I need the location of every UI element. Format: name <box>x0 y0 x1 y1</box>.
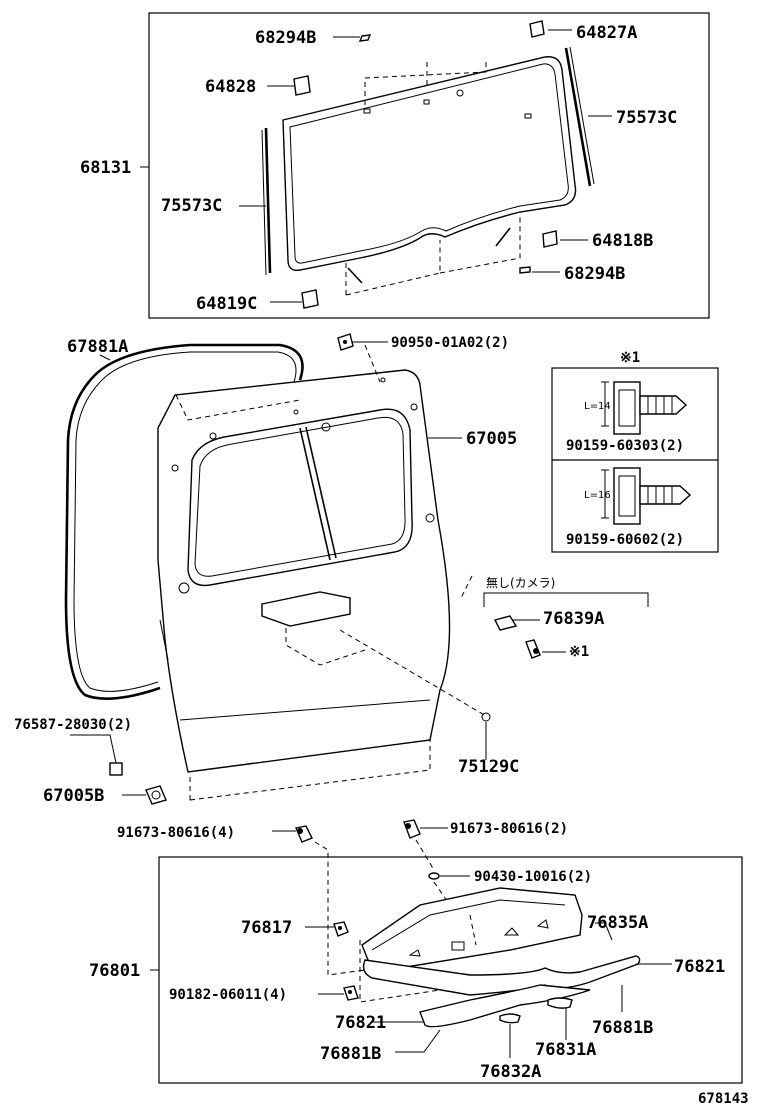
label-90159-60303: 90159-60303(2) <box>566 438 684 454</box>
label-91673-left: 91673-80616(4) <box>117 825 235 841</box>
label-76839A: 76839A <box>543 609 604 629</box>
pad-64827A <box>529 20 545 38</box>
diagram-id: 678143 <box>698 1091 749 1107</box>
label-68294B-top: 68294B <box>255 28 316 48</box>
garnish-section-frame <box>158 856 743 1084</box>
svg-text:L=14: L=14 <box>584 401 611 412</box>
cushion-76587 <box>109 762 123 776</box>
label-76831A: 76831A <box>535 1040 596 1060</box>
label-67005: 67005 <box>466 429 517 449</box>
clip-68294B-top <box>358 34 372 42</box>
label-screw-note: ※1 <box>569 644 589 660</box>
label-75129C: 75129C <box>458 757 519 777</box>
pad-64828 <box>293 75 311 96</box>
pad-64818B <box>542 230 558 248</box>
weatherstrip-67881A[interactable] <box>64 343 304 700</box>
back-door-group: 67881A 90950-01A02(2) 67005 無し(カメラ) 7683… <box>14 333 649 806</box>
stopper-67005B <box>145 785 167 805</box>
label-76881B-right: 76881B <box>592 1018 653 1038</box>
svg-text:L=16: L=16 <box>584 490 611 501</box>
label-76835A: 76835A <box>587 913 648 933</box>
screw-90159-60303: L=14 <box>584 381 688 435</box>
label-76587: 76587-28030(2) <box>14 717 132 733</box>
washer-90430 <box>428 872 440 880</box>
garnish-group: 91673-80616(4) 91673-80616(2) 90430-1001… <box>89 819 743 1084</box>
label-76821-left: 76821 <box>335 1013 386 1033</box>
glass-group: 68294B 64827A 64828 75573C 68131 75573C … <box>80 12 710 319</box>
label-90430: 90430-10016(2) <box>474 869 592 885</box>
bracket-76839A <box>493 615 518 631</box>
screw-90159-60602: L=16 <box>584 467 692 525</box>
label-64828: 64828 <box>205 77 256 97</box>
label-90950: 90950-01A02(2) <box>391 335 509 351</box>
glass-section-frame <box>148 12 710 319</box>
pad-76832A <box>499 1013 521 1024</box>
label-64818B: 64818B <box>592 231 653 251</box>
label-90182: 90182-06011(4) <box>169 987 287 1003</box>
label-75573C-left: 75573C <box>161 196 222 216</box>
label-76832A: 76832A <box>480 1062 541 1082</box>
screw-91673-right <box>403 819 421 839</box>
label-67881A: 67881A <box>67 337 128 357</box>
label-76817: 76817 <box>241 918 292 938</box>
screw-91673-left <box>295 825 313 843</box>
screw-note-group: ※1 L=14 L=16 90159-60303(2) 90159-60602(… <box>551 350 719 553</box>
label-camera-note: 無し(カメラ) <box>486 575 555 590</box>
label-67005B: 67005B <box>43 786 104 806</box>
garnish-76835A[interactable] <box>361 887 583 969</box>
label-90159-60602: 90159-60602(2) <box>566 532 684 548</box>
label-64827A: 64827A <box>576 23 637 43</box>
label-68294B-bottom: 68294B <box>564 264 625 284</box>
note-mark: ※1 <box>620 350 640 366</box>
pad-64819C <box>301 289 319 309</box>
label-76881B-left: 76881B <box>320 1044 381 1064</box>
label-68131: 68131 <box>80 158 131 178</box>
label-75573C-right: 75573C <box>616 108 677 128</box>
label-91673-right: 91673-80616(2) <box>450 821 568 837</box>
grommet-75129C <box>481 712 491 722</box>
clip-68294B-bottom <box>519 266 531 274</box>
pad-76831A <box>547 997 573 1009</box>
back-window-glass[interactable] <box>282 56 577 271</box>
label-64819C: 64819C <box>196 294 257 314</box>
label-76801: 76801 <box>89 961 140 981</box>
label-76821-right: 76821 <box>674 957 725 977</box>
